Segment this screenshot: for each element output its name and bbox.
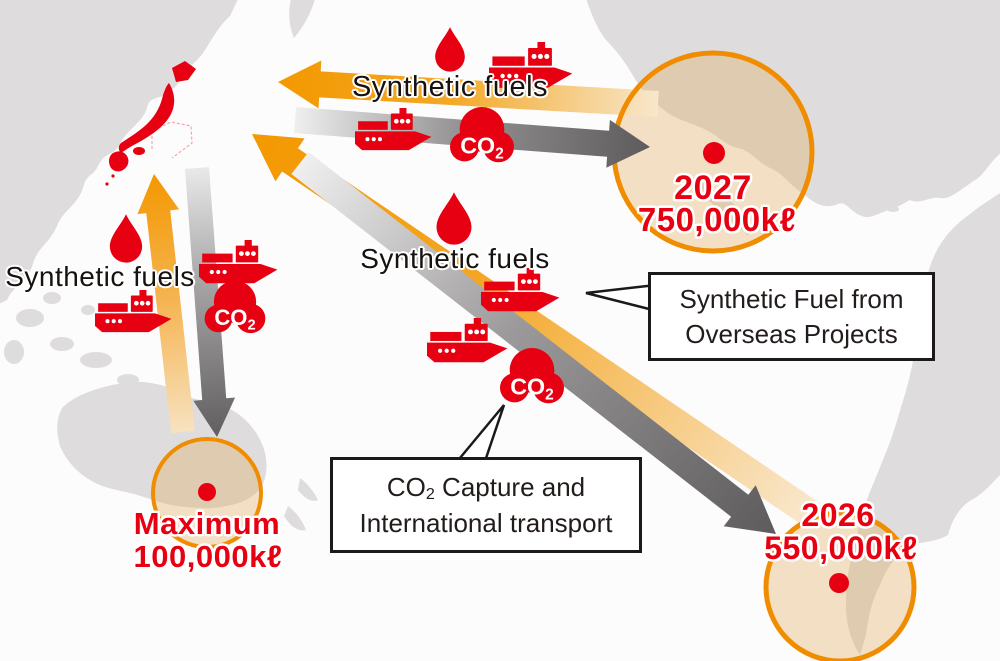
label-synthetic-fuels-left: Synthetic fuels [5,261,195,292]
label-synthetic-fuels-mid: Synthetic fuels [360,243,550,274]
center-dot-south-america [829,573,849,593]
arrow-co2-to-south-america [291,152,776,534]
site-volume-australia: 100,000kℓ [133,539,283,574]
landmass-southeast-asia [4,292,139,386]
site-title-australia: Maximum [133,506,281,541]
callout-co2-line1-pre: CO [386,472,426,503]
callout-co2-line1-sub: 2 [425,485,435,504]
callout-overseas-line2: Overseas Projects [685,318,898,349]
center-dot-north-america [703,142,725,164]
callout-overseas-projects: Synthetic Fuel from Overseas Projects [648,272,935,361]
callout-overseas-line1: Synthetic Fuel from [679,284,904,315]
callout-co2-line1-post: Capture and [434,472,586,503]
arrow-co2-to-australia [185,167,236,437]
site-volume-north-america: 750,000kℓ [637,201,797,238]
site-volume-south-america: 550,000kℓ [764,530,918,566]
landmass-kamchatka [289,0,315,38]
landmass-south-america [845,193,1000,655]
arrow-fuel-from-australia [137,174,195,434]
callout-co2-capture: CO2 Capture and International transport [330,457,642,553]
arrow-fuel-from-north-america [278,60,659,117]
callout-co2-line1: CO2 Capture and [387,470,585,506]
callout-co2-line2: International transport [359,507,613,538]
site-year-north-america: 2027 [674,169,752,207]
japan-eez-line [151,121,193,159]
landmass-central-america [700,180,750,236]
site-year-south-america: 2026 [801,497,875,533]
label-synthetic-fuels-top: Synthetic fuels [351,71,549,103]
japan-highlight [105,61,196,186]
landmass-new-zealand [284,478,318,531]
landmass-tasmania [202,515,222,527]
islands-caribbean [839,190,899,212]
center-dot-australia [198,483,216,501]
